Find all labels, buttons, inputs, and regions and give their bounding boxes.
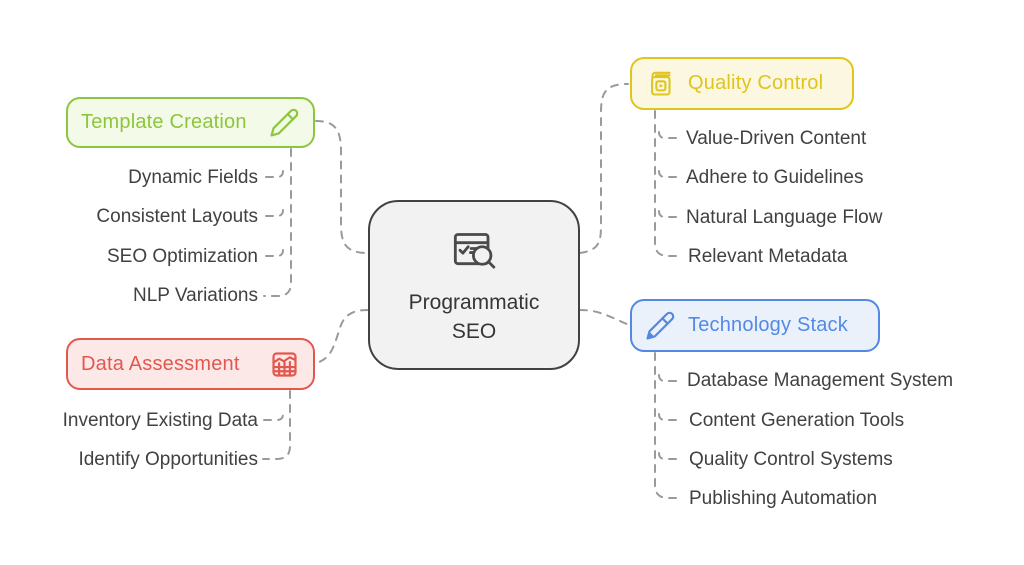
center-label-line2: SEO [451, 320, 497, 343]
connector-quality-item1 [658, 131, 677, 139]
connector-data-item1 [263, 413, 284, 421]
item-identify-opportunities: Identify Opportunities [78, 449, 258, 470]
connector-template-item2 [265, 209, 284, 217]
pen-icon [269, 107, 300, 138]
marker-pen-icon [645, 310, 676, 341]
item-nlp-variations: NLP Variations [133, 285, 258, 306]
connector-template-item1 [265, 170, 284, 178]
item-adhere-to-guidelines: Adhere to Guidelines [686, 167, 864, 188]
item-content-generation-tools: Content Generation Tools [689, 410, 905, 431]
item-quality-control-systems: Quality Control Systems [689, 449, 893, 470]
branch-template-creation: Template Creation [66, 97, 315, 148]
item-dynamic-fields: Dynamic Fields [128, 167, 258, 188]
item-natural-language-flow: Natural Language Flow [686, 207, 883, 228]
item-value-driven-content: Value-Driven Content [686, 128, 867, 149]
connector-center-quality [579, 83, 629, 254]
item-inventory-existing-data: Inventory Existing Data [62, 410, 258, 431]
item-seo-optimization: SEO Optimization [107, 246, 258, 267]
connector-technology-item1 [658, 374, 677, 382]
center-label-line1: Programmatic [408, 291, 540, 314]
item-publishing-automation: Publishing Automation [689, 488, 878, 509]
branch-quality-control: Quality Control [630, 57, 854, 110]
branch-technology-stack-label: Technology Stack [688, 314, 848, 336]
connector-template-items [263, 148, 292, 297]
connector-quality-item2 [658, 170, 677, 178]
branch-data-assessment-label: Data Assessment [81, 352, 240, 375]
item-consistent-layouts: Consistent Layouts [96, 206, 258, 227]
connector-template-item3 [265, 249, 284, 257]
video-book-icon [645, 68, 676, 99]
connector-data-items [262, 390, 291, 460]
branch-quality-control-label: Quality Control [688, 72, 824, 94]
branch-technology-stack: Technology Stack [630, 299, 880, 352]
connector-technology-item3 [658, 452, 677, 460]
connector-quality-items [654, 110, 677, 257]
connector-technology-item2 [658, 413, 677, 421]
connector-quality-item3 [658, 210, 677, 218]
branch-template-creation-label: Template Creation [81, 111, 247, 133]
connector-center-technology [579, 309, 630, 326]
connector-technology-items [654, 352, 677, 499]
center-node-label: Programmatic SEO [409, 288, 540, 346]
spreadsheet-chart-icon [269, 349, 300, 380]
connector-center-template [315, 120, 369, 254]
center-node-programmatic-seo: Programmatic SEO [368, 200, 580, 370]
item-relevant-metadata: Relevant Metadata [688, 246, 848, 267]
browser-search-icon [446, 224, 502, 280]
branch-data-assessment: Data Assessment [66, 338, 315, 390]
item-database-management-system: Database Management System [687, 370, 954, 391]
connector-center-data [315, 309, 369, 364]
